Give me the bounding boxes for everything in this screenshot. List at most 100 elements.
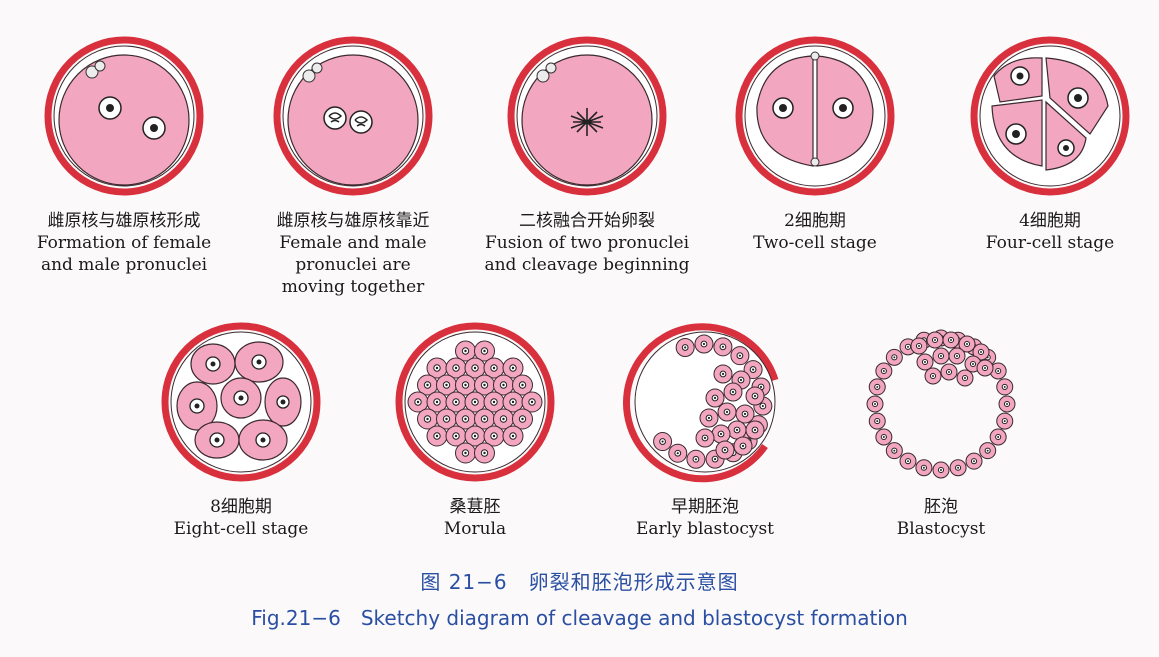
cell-nucleolus: [972, 363, 974, 365]
cell-nucleolus: [980, 351, 982, 353]
cell-nucleolus: [1003, 385, 1006, 388]
cell-nucleolus: [918, 345, 920, 347]
cell-nucleolus: [731, 390, 735, 394]
morula-illustration: [395, 322, 555, 482]
cell-nucleolus: [973, 460, 975, 463]
cell-nucleolus: [435, 366, 439, 370]
stage-caption: 桑葚胚 Morula: [444, 496, 506, 540]
caption-en: and male pronuclei: [40, 255, 208, 275]
early-blastocyst-illustration: [622, 323, 779, 483]
cell-nucleolus: [753, 428, 757, 432]
figure-caption-en: Fig.21−6 Sketchy diagram of cleavage and…: [251, 606, 908, 630]
cell-nucleolus: [882, 436, 885, 438]
cell-nucleolus: [445, 417, 448, 421]
cell-nucleolus: [893, 449, 896, 452]
stage-caption: 4细胞期 Four-cell stage: [986, 210, 1114, 254]
cell-nucleolus: [948, 371, 950, 373]
caption-zh: 4细胞期: [1019, 211, 1081, 231]
cell-nucleolus: [723, 448, 727, 452]
cell-nucleolus: [713, 458, 717, 461]
cell-nucleolus: [483, 417, 486, 421]
fusion-illustration: [507, 36, 667, 196]
cell-nucleolus: [956, 355, 958, 357]
cell-nucleolus: [492, 366, 496, 370]
cell-nucleolus: [702, 342, 706, 346]
cell-nucleolus: [694, 458, 698, 461]
cell-nucleolus: [454, 366, 458, 370]
two-cell-illustration: [735, 36, 895, 196]
stage-caption: 早期胚泡 Early blastocyst: [636, 496, 774, 540]
caption-en: Early blastocyst: [635, 519, 775, 539]
caption-zh: 8细胞期: [210, 497, 272, 517]
cell-nucleolus: [473, 400, 477, 404]
cell-nucleolus: [676, 452, 679, 455]
stage-eight-cell: 8细胞期 Eight-cell stage: [148, 322, 334, 540]
cell-nucleolus: [713, 396, 717, 400]
cell-nucleolus: [940, 355, 942, 357]
cell-nucleolus: [934, 339, 936, 341]
caption-en: Formation of female: [36, 233, 212, 253]
stage-caption: 8细胞期 Eight-cell stage: [174, 496, 309, 540]
cell-nucleolus: [661, 440, 664, 443]
cell-nucleolus: [464, 451, 467, 455]
stage-caption: 二核融合开始卵裂 Fusion of two pronuclei and cle…: [484, 210, 689, 276]
stage-fusion: 二核融合开始卵裂 Fusion of two pronuclei and cle…: [477, 36, 697, 276]
cell-nucleolus: [738, 354, 741, 357]
cell-nucleolus: [464, 417, 467, 421]
cell-nucleolus: [739, 378, 743, 382]
stage-caption: 雌原核与雄原核靠近 Female and male pronuclei are …: [277, 210, 430, 298]
cell-nucleolus: [752, 368, 755, 371]
cell-nucleolus: [435, 400, 439, 404]
cell-nucleolus: [511, 366, 515, 370]
cell-nucleolus: [473, 434, 477, 438]
cell-nucleolus: [753, 394, 757, 398]
cell-nucleolus: [492, 434, 496, 438]
cell-nucleolus: [473, 366, 477, 370]
pronuclei-moving-illustration: [273, 36, 433, 196]
cell-nucleolus: [997, 370, 1000, 372]
cell-nucleolus: [932, 375, 934, 377]
stage-early-blastocyst: 早期胚泡 Early blastocyst: [610, 322, 800, 540]
cell-nucleolus: [893, 356, 896, 359]
cell-nucleolus: [966, 343, 968, 345]
cell-nucleolus: [761, 404, 764, 408]
caption-en: Four-cell stage: [985, 233, 1115, 253]
cell-nucleolus: [521, 383, 524, 387]
caption-en: Two-cell stage: [753, 233, 877, 253]
pronuclei-formation-illustration: [44, 36, 204, 196]
caption-zh: 早期胚泡: [670, 497, 739, 517]
caption-en: moving together: [281, 277, 425, 297]
cell-nucleolus: [703, 436, 707, 440]
cell-nucleolus: [940, 469, 942, 471]
eight-cell-illustration: [161, 322, 321, 482]
cell-nucleolus: [986, 449, 989, 452]
cell-nucleolus: [759, 385, 763, 389]
caption-en: Fusion of two pronuclei: [484, 233, 690, 253]
cell-nucleolus: [445, 383, 448, 387]
cell-nucleolus: [907, 460, 909, 463]
cell-nucleolus: [502, 383, 505, 387]
cell-nucleolus: [984, 367, 986, 369]
cell-nucleolus: [922, 466, 925, 469]
caption-zh: 二核融合开始卵裂: [518, 211, 655, 231]
caption-zh: 桑葚胚: [449, 497, 501, 517]
cell-nucleolus: [743, 412, 747, 416]
caption-zh: 雌原核与雄原核形成: [47, 211, 201, 231]
cell-nucleolus: [721, 372, 725, 376]
caption-zh: 2细胞期: [784, 211, 846, 231]
four-cell-illustration: [970, 36, 1130, 196]
cell-nucleolus: [511, 434, 515, 438]
stage-four-cell: 4细胞期 Four-cell stage: [957, 36, 1143, 254]
cell-nucleolus: [735, 428, 739, 432]
cell-nucleolus: [426, 417, 429, 421]
cell-nucleolus: [707, 416, 711, 420]
cell-nucleolus: [957, 466, 960, 469]
figure-caption-zh: 图 21−6 卵裂和胚泡形成示意图: [420, 570, 739, 594]
cell-nucleolus: [521, 417, 524, 421]
cell-nucleolus: [882, 370, 885, 372]
cell-nucleolus: [997, 436, 1000, 438]
cell-nucleolus: [950, 339, 952, 341]
caption-en: Female and male: [279, 233, 427, 253]
cell-nucleolus: [721, 345, 725, 348]
cell-nucleolus: [684, 346, 687, 349]
